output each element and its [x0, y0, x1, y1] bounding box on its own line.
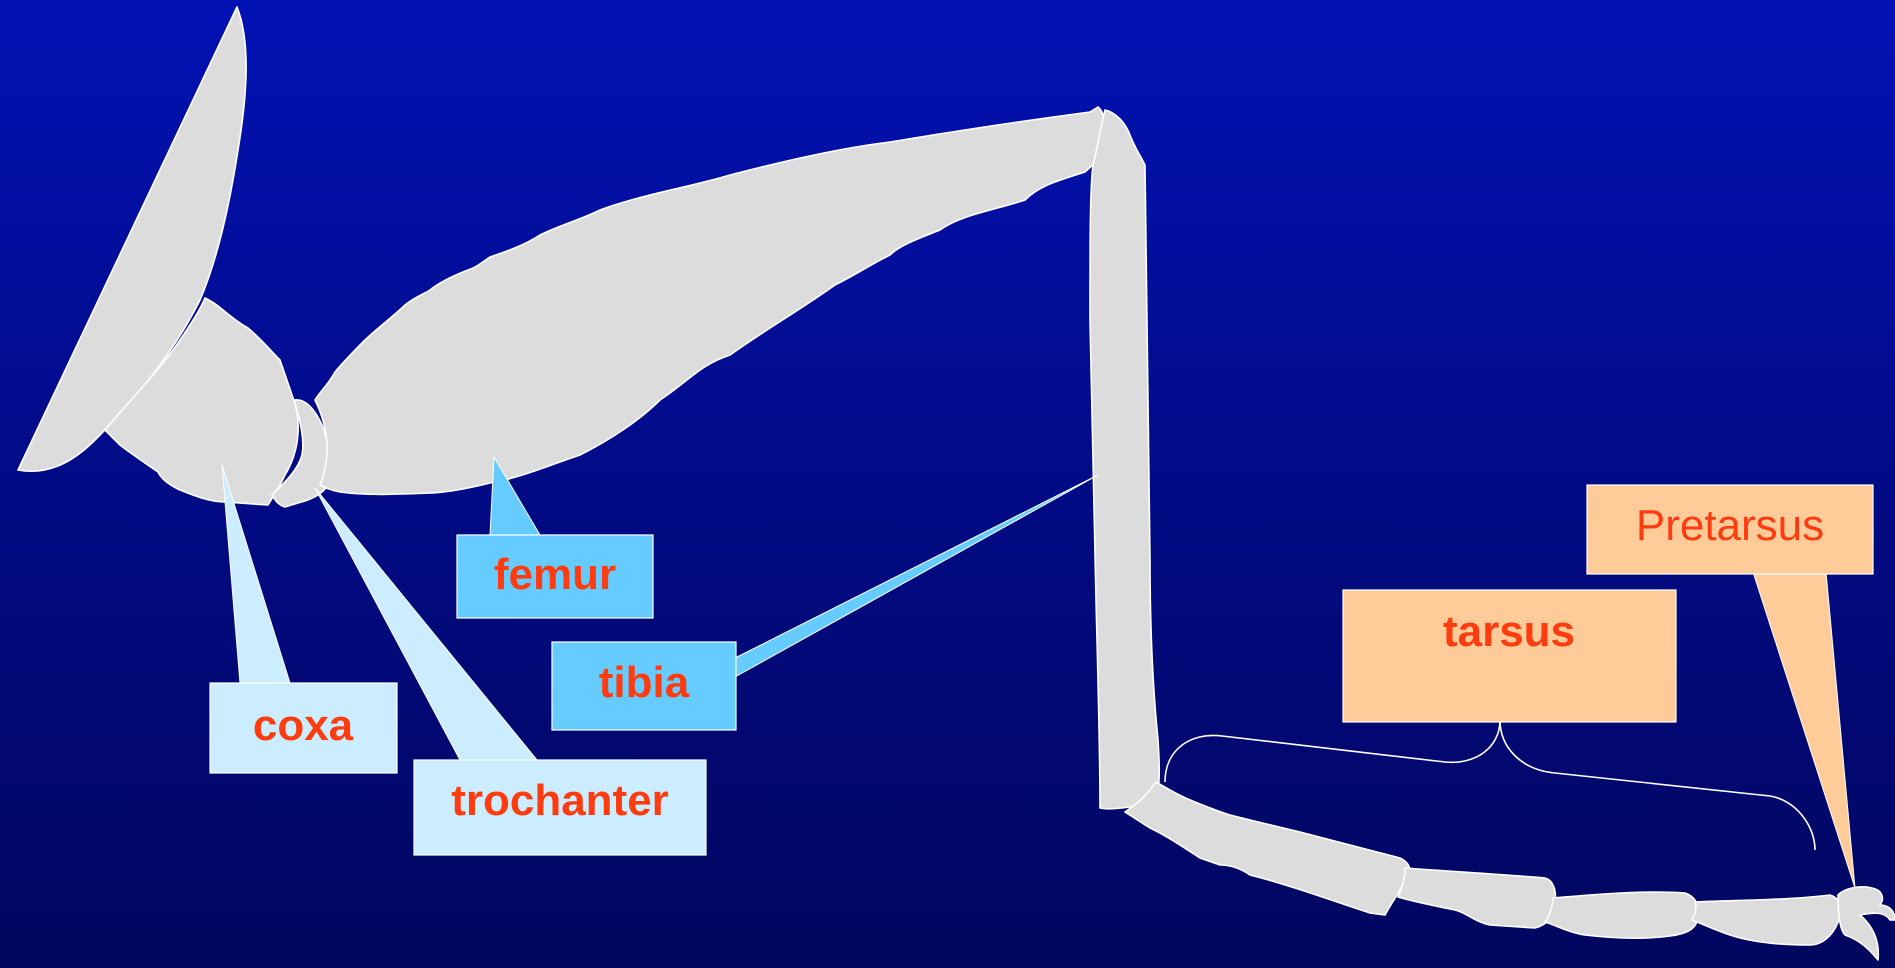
tarsus-label: tarsus — [1443, 607, 1575, 656]
trochanter-label: trochanter — [451, 776, 669, 825]
femur-label-box — [456, 534, 654, 619]
femur-label: femur — [494, 550, 616, 599]
trochanter-label-box — [413, 759, 707, 856]
tarsus-segment-4 — [1691, 894, 1842, 946]
trochanter-segment — [271, 399, 331, 508]
callout-labels: coxa trochanter femur tibia tarsus Preta… — [253, 501, 1824, 825]
tibia-segment — [1089, 109, 1161, 810]
pretarsus-label: Pretarsus — [1636, 501, 1824, 550]
callout-boxes — [209, 484, 1874, 856]
coxa-label: coxa — [253, 701, 354, 750]
coxa-label-box — [209, 682, 398, 774]
pretarsus-label-box — [1586, 484, 1874, 575]
tarsus-segment-3 — [1544, 891, 1700, 940]
tibia-label-box — [551, 641, 737, 731]
tarsus-segment-2 — [1397, 867, 1557, 929]
tibia-label: tibia — [599, 658, 690, 707]
insect-leg — [17, 6, 1895, 961]
pretarsus-segment — [1837, 886, 1895, 961]
callout-pointers — [221, 456, 1856, 889]
tarsus-label-box — [1342, 589, 1677, 723]
femur-segment — [314, 106, 1106, 496]
tarsus-segment-1 — [1124, 781, 1411, 916]
pretarsus-pointer — [1752, 571, 1856, 889]
body-plate — [17, 6, 247, 472]
tibia-pointer — [734, 474, 1099, 678]
coxa-segment — [104, 297, 299, 506]
